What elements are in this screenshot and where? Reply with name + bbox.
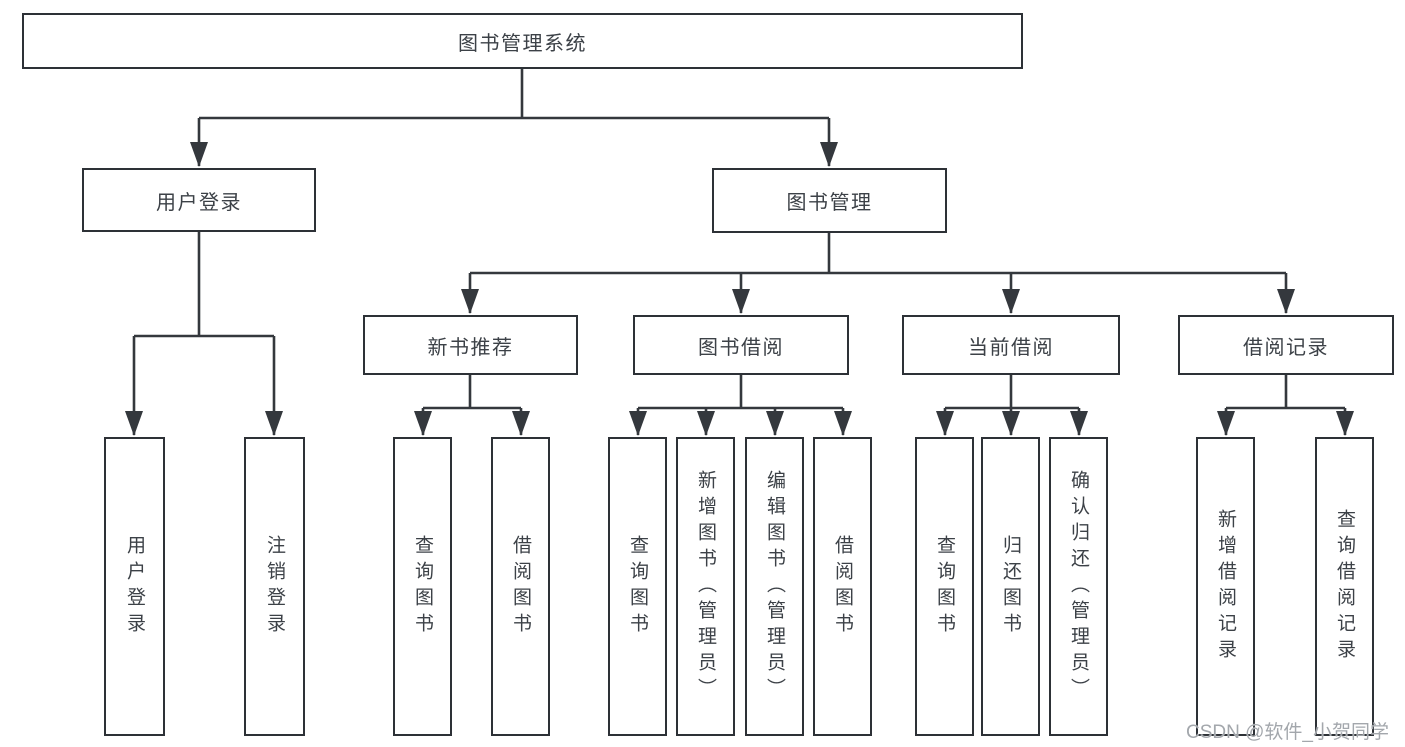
leaf-current-confirm-return-admin-label: 确认归还（管理员） <box>1068 469 1089 704</box>
node-user-login-label: 用户登录 <box>156 191 242 214</box>
leaf-records-query-record: 查询借阅记录 <box>1315 437 1374 736</box>
leaf-current-return-book-label: 归还图书 <box>1000 534 1021 639</box>
node-new-books: 新书推荐 <box>363 315 578 375</box>
node-user-login: 用户登录 <box>82 168 316 232</box>
leaf-borrowing-query-book-label: 查询图书 <box>627 534 648 639</box>
leaf-current-query-book-label: 查询图书 <box>934 534 955 639</box>
node-borrowing-records-label: 借阅记录 <box>1243 336 1329 359</box>
leaf-user-login-label: 用户登录 <box>124 534 145 639</box>
leaf-newbooks-query-book: 查询图书 <box>393 437 452 736</box>
leaf-logout-label: 注销登录 <box>264 534 285 639</box>
node-book-management: 图书管理 <box>712 168 947 233</box>
node-book-borrowing-label: 图书借阅 <box>698 336 784 359</box>
leaf-borrowing-borrow-book-label: 借阅图书 <box>832 534 853 639</box>
node-book-management-label: 图书管理 <box>786 192 873 214</box>
node-new-books-label: 新书推荐 <box>427 336 514 359</box>
leaf-newbooks-query-book-label: 查询图书 <box>412 534 433 639</box>
leaf-current-return-book: 归还图书 <box>981 437 1040 736</box>
leaf-records-query-record-label: 查询借阅记录 <box>1334 508 1355 665</box>
leaf-records-add-record-label: 新增借阅记录 <box>1215 508 1236 665</box>
node-root-system-label: 图书管理系统 <box>458 32 587 55</box>
leaf-borrowing-edit-book-admin: 编辑图书（管理员） <box>745 437 804 736</box>
leaf-current-confirm-return-admin: 确认归还（管理员） <box>1049 437 1108 736</box>
leaf-borrowing-add-book-admin-label: 新增图书（管理员） <box>695 469 716 704</box>
leaf-borrowing-edit-book-admin-label: 编辑图书（管理员） <box>764 469 785 704</box>
leaf-current-query-book: 查询图书 <box>915 437 974 736</box>
leaf-borrowing-add-book-admin: 新增图书（管理员） <box>676 437 735 736</box>
watermark: CSDN @软件_小贺同学 <box>1186 722 1389 743</box>
leaf-borrowing-borrow-book: 借阅图书 <box>813 437 872 736</box>
leaf-logout: 注销登录 <box>244 437 305 736</box>
leaf-newbooks-borrow-book: 借阅图书 <box>491 437 550 736</box>
node-current-borrowing-label: 当前借阅 <box>968 336 1054 359</box>
node-root-system: 图书管理系统 <box>22 13 1023 69</box>
node-book-borrowing: 图书借阅 <box>633 315 849 375</box>
leaf-newbooks-borrow-book-label: 借阅图书 <box>510 534 531 639</box>
node-current-borrowing: 当前借阅 <box>902 315 1120 375</box>
leaf-records-add-record: 新增借阅记录 <box>1196 437 1255 736</box>
leaf-user-login: 用户登录 <box>104 437 165 736</box>
leaf-borrowing-query-book: 查询图书 <box>608 437 667 736</box>
node-borrowing-records: 借阅记录 <box>1178 315 1394 375</box>
